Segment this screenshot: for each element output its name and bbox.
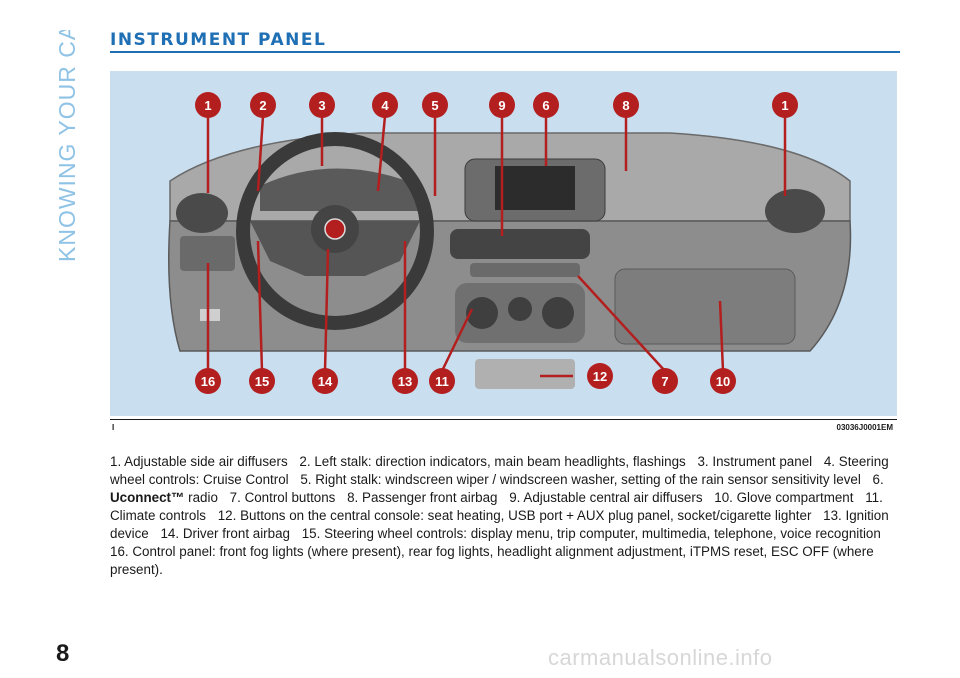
fiat-logo	[324, 218, 346, 240]
callouts-bottom: 16 15 14 13 11 12 7 10	[195, 363, 736, 394]
legend-item-14: 14. Driver front airbag	[160, 526, 290, 541]
legend-item-1: 1. Adjustable side air diffusers	[110, 454, 288, 469]
legend-item-15: 15. Steering wheel controls: display men…	[301, 526, 881, 541]
callout-8: 8	[622, 98, 629, 113]
callout-7: 7	[661, 374, 668, 389]
right-air-vent	[765, 189, 825, 233]
callout-4: 4	[381, 98, 389, 113]
left-air-vent	[176, 193, 228, 233]
callout-15: 15	[255, 374, 269, 389]
page-number: 8	[56, 640, 70, 667]
callouts-top: 1 2 3 4 5 9 6 8 1	[195, 92, 798, 118]
legend-item-10: 10. Glove compartment	[714, 490, 854, 505]
callout-9: 9	[498, 98, 505, 113]
legend-item-3: 3. Instrument panel	[697, 454, 813, 469]
central-air-vents	[450, 229, 590, 259]
center-console-buttons	[475, 359, 575, 389]
figure-caption-bar: I 03036J0001EM	[110, 419, 897, 438]
climate-knob-right	[542, 297, 574, 329]
dashboard-illustration: 1 2 3 4 5 9 6 8 1 16 15 14 13 11 12 7 10	[168, 92, 852, 394]
section-tab-label: KNOWING YOUR CAR	[54, 30, 76, 262]
callout-5: 5	[431, 98, 438, 113]
callout-13: 13	[398, 374, 412, 389]
dashboard-figure: 1 2 3 4 5 9 6 8 1 16 15 14 13 11 12 7 10	[110, 71, 897, 416]
legend-item-8: 8. Passenger front airbag	[347, 490, 498, 505]
glove-compartment	[614, 268, 796, 345]
callout-14: 14	[318, 374, 333, 389]
legend-item-12: 12. Buttons on the central console: seat…	[217, 508, 812, 523]
callout-1-left: 1	[204, 98, 211, 113]
screen-display	[495, 166, 575, 210]
legend-item-5: 5. Right stalk: windscreen wiper / winds…	[300, 472, 861, 487]
legend-item-11: 11. Climate controls	[110, 490, 883, 523]
legend-item-4: 4. Steering wheel controls: Cruise Contr…	[110, 454, 889, 487]
watermark: carmanualsonline.info	[548, 645, 773, 670]
legend-item-6: 6. Uconnect™ radio	[110, 472, 884, 505]
legend-item-7: 7. Control buttons	[229, 490, 336, 505]
legend-item-2: 2. Left stalk: direction indicators, mai…	[299, 454, 686, 469]
left-control-panel	[180, 236, 235, 271]
callout-10: 10	[716, 374, 730, 389]
left-lower-switch	[200, 309, 220, 321]
callout-3: 3	[318, 98, 325, 113]
legend: 1. Adjustable side air diffusers 2. Left…	[110, 453, 910, 579]
callout-lines	[206, 115, 787, 378]
climate-knob-center	[508, 297, 532, 321]
callout-16: 16	[201, 374, 215, 389]
steering-wheel-rim	[236, 132, 434, 330]
page-heading: INSTRUMENT PANEL	[110, 30, 327, 50]
legend-item-9: 9. Adjustable central air diffusers	[509, 490, 703, 505]
figure-marker: I	[112, 423, 115, 432]
callout-12: 12	[593, 369, 607, 384]
legend-item-16: 16. Control panel: front fog lights (whe…	[110, 544, 874, 577]
callout-6: 6	[542, 98, 549, 113]
figure-code: 03036J0001EM	[836, 423, 894, 432]
control-buttons-strip	[470, 263, 580, 277]
section-tab: KNOWING YOUR CAR	[52, 30, 76, 265]
heading-rule	[110, 51, 900, 53]
climate-knob-left	[466, 297, 498, 329]
callout-11: 11	[435, 374, 449, 389]
legend-item-13: 13. Ignition device	[110, 508, 889, 541]
callout-2: 2	[259, 98, 266, 113]
callout-1-right: 1	[781, 98, 788, 113]
